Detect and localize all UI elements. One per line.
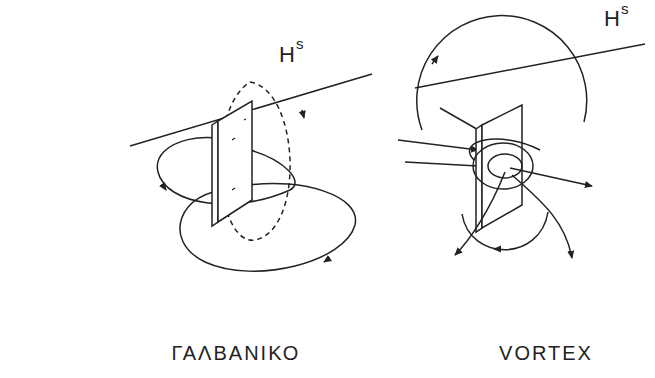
plate-edge [212,121,218,226]
caption-label: ΓΑΛΒΑΝΙΚΟ [172,343,301,363]
plate [218,101,252,222]
field-symbol: s [296,36,304,51]
field-line [398,140,478,150]
field-symbol: s [621,1,629,16]
field-line [512,175,572,258]
big-loop [417,16,587,130]
eddy-loop [488,154,522,178]
loop-arrow [162,184,166,190]
loop-arrow [494,248,500,250]
galvanic-sketch [130,74,372,271]
vortex-sketch [398,16,645,258]
field-line [405,162,478,166]
field-symbol: H [279,44,295,66]
field-axis-line [415,44,645,88]
eddy-loop [470,139,540,160]
caption-label: VORTEX [499,343,593,363]
loop-arrow [432,56,438,64]
plate-mark [232,119,246,190]
bottom-loop [462,212,548,250]
field-symbol: H [604,8,620,30]
loop-arrow [324,258,330,262]
eddy-loop [473,143,533,189]
right-loop [180,183,356,271]
loop-arrow [302,110,304,118]
